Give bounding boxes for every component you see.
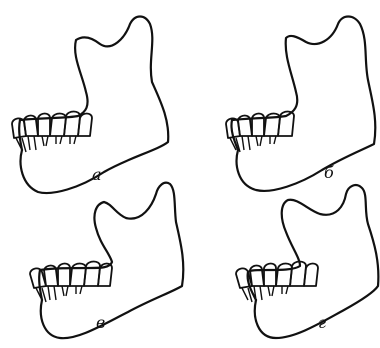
mandible-outline [248, 185, 379, 338]
mandible-panel-a: а [12, 17, 168, 194]
teeth-row [12, 112, 92, 139]
tooth-roots [16, 136, 76, 152]
mandible-panel-d: г [236, 185, 378, 338]
panel-label-c: в [96, 313, 105, 332]
mandible-outline [39, 183, 183, 338]
panel-label-b: б [324, 163, 334, 182]
mandible-outline [231, 17, 375, 191]
panel-label-d: г [318, 313, 326, 332]
panel-label-a: а [92, 165, 102, 184]
mandible-panel-b: б [226, 17, 375, 191]
teeth-row [30, 262, 112, 289]
mandible-panel-c: в [30, 183, 183, 338]
tooth-roots [242, 286, 288, 302]
